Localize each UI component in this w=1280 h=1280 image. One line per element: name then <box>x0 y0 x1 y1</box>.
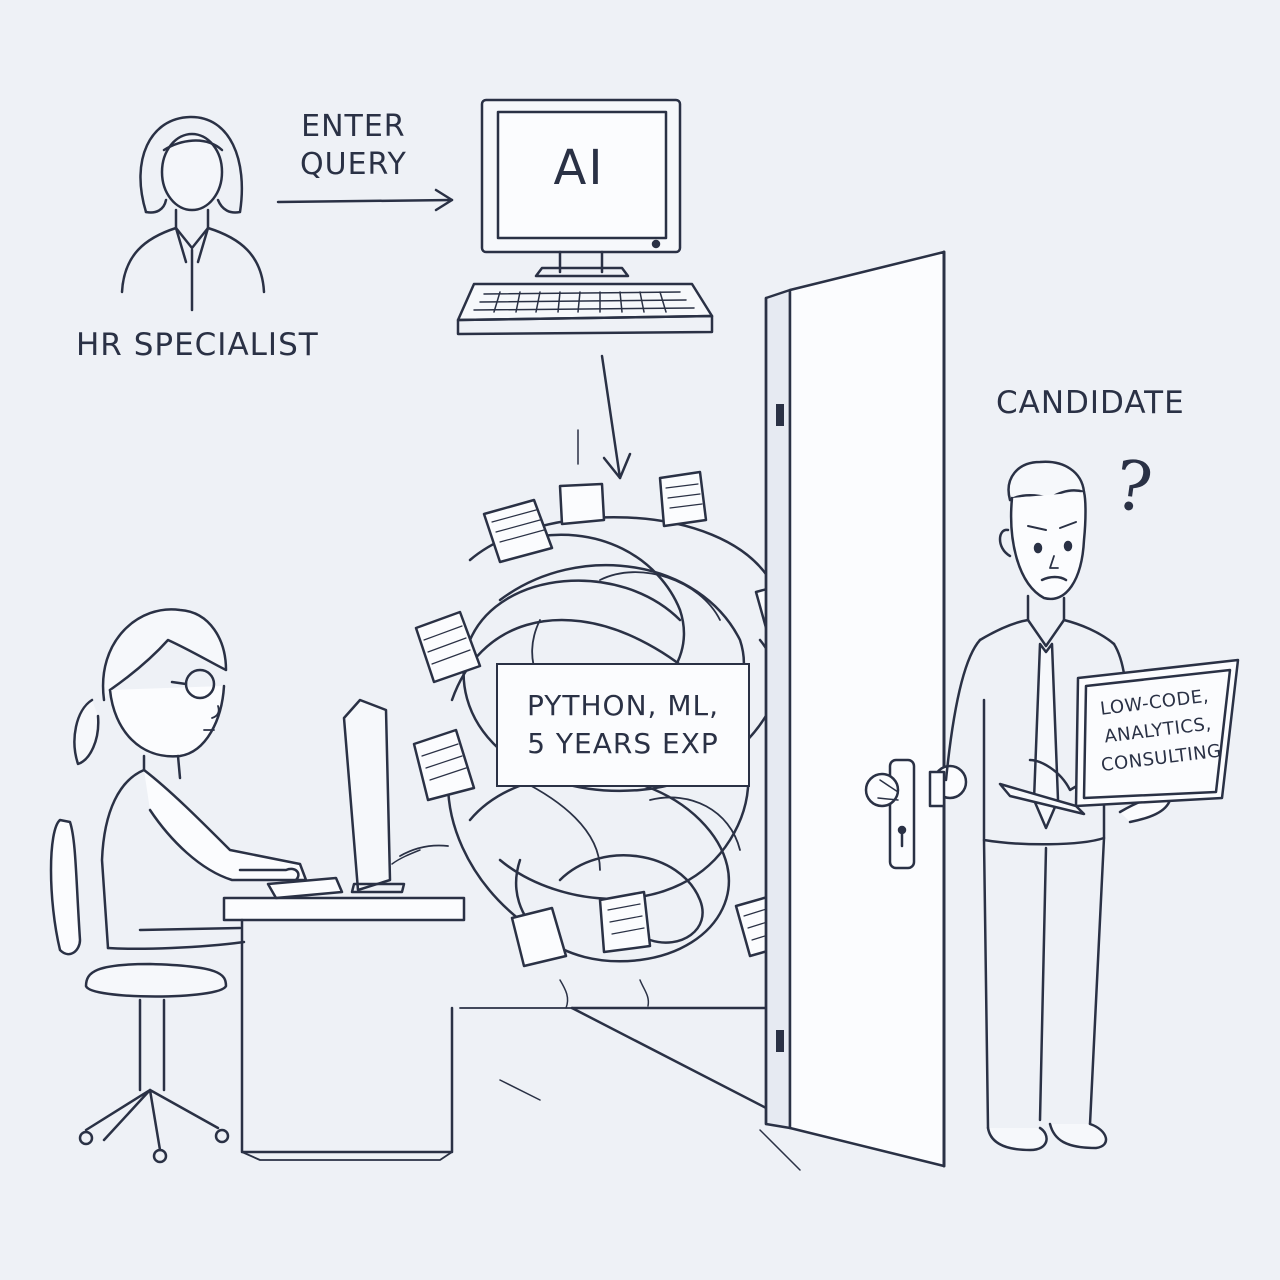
candidate-label: CANDIDATE <box>996 385 1185 421</box>
keyboard-icon <box>456 282 714 336</box>
requirements-line1: PYTHON, ML, <box>527 689 719 722</box>
enter-query-line2: QUERY <box>300 147 407 182</box>
door-icon <box>764 250 968 1168</box>
requirements-card: PYTHON, ML, 5 YEARS EXP <box>496 663 750 787</box>
laptop-screen-text: LOW-CODE, ANALYTICS, CONSULTING <box>1085 664 1230 797</box>
floor-lines <box>459 1006 801 1171</box>
ai-screen-label: AI <box>553 140 605 196</box>
down-arrow-icon <box>577 354 632 480</box>
hr-specialist-label: HR SPECIALIST <box>76 327 319 363</box>
hr-specialist-icon <box>120 115 266 312</box>
computer-icon <box>480 98 682 278</box>
laptop-icon <box>998 658 1240 816</box>
enter-query-label: ENTER QUERY <box>300 108 407 184</box>
requirements-line2: 5 YEARS EXP <box>527 727 719 760</box>
hr-at-desk-icon <box>49 608 466 1164</box>
enter-query-arrow-icon <box>276 188 454 212</box>
candidate-icon <box>944 460 1172 1152</box>
enter-query-line1: ENTER <box>301 109 406 144</box>
